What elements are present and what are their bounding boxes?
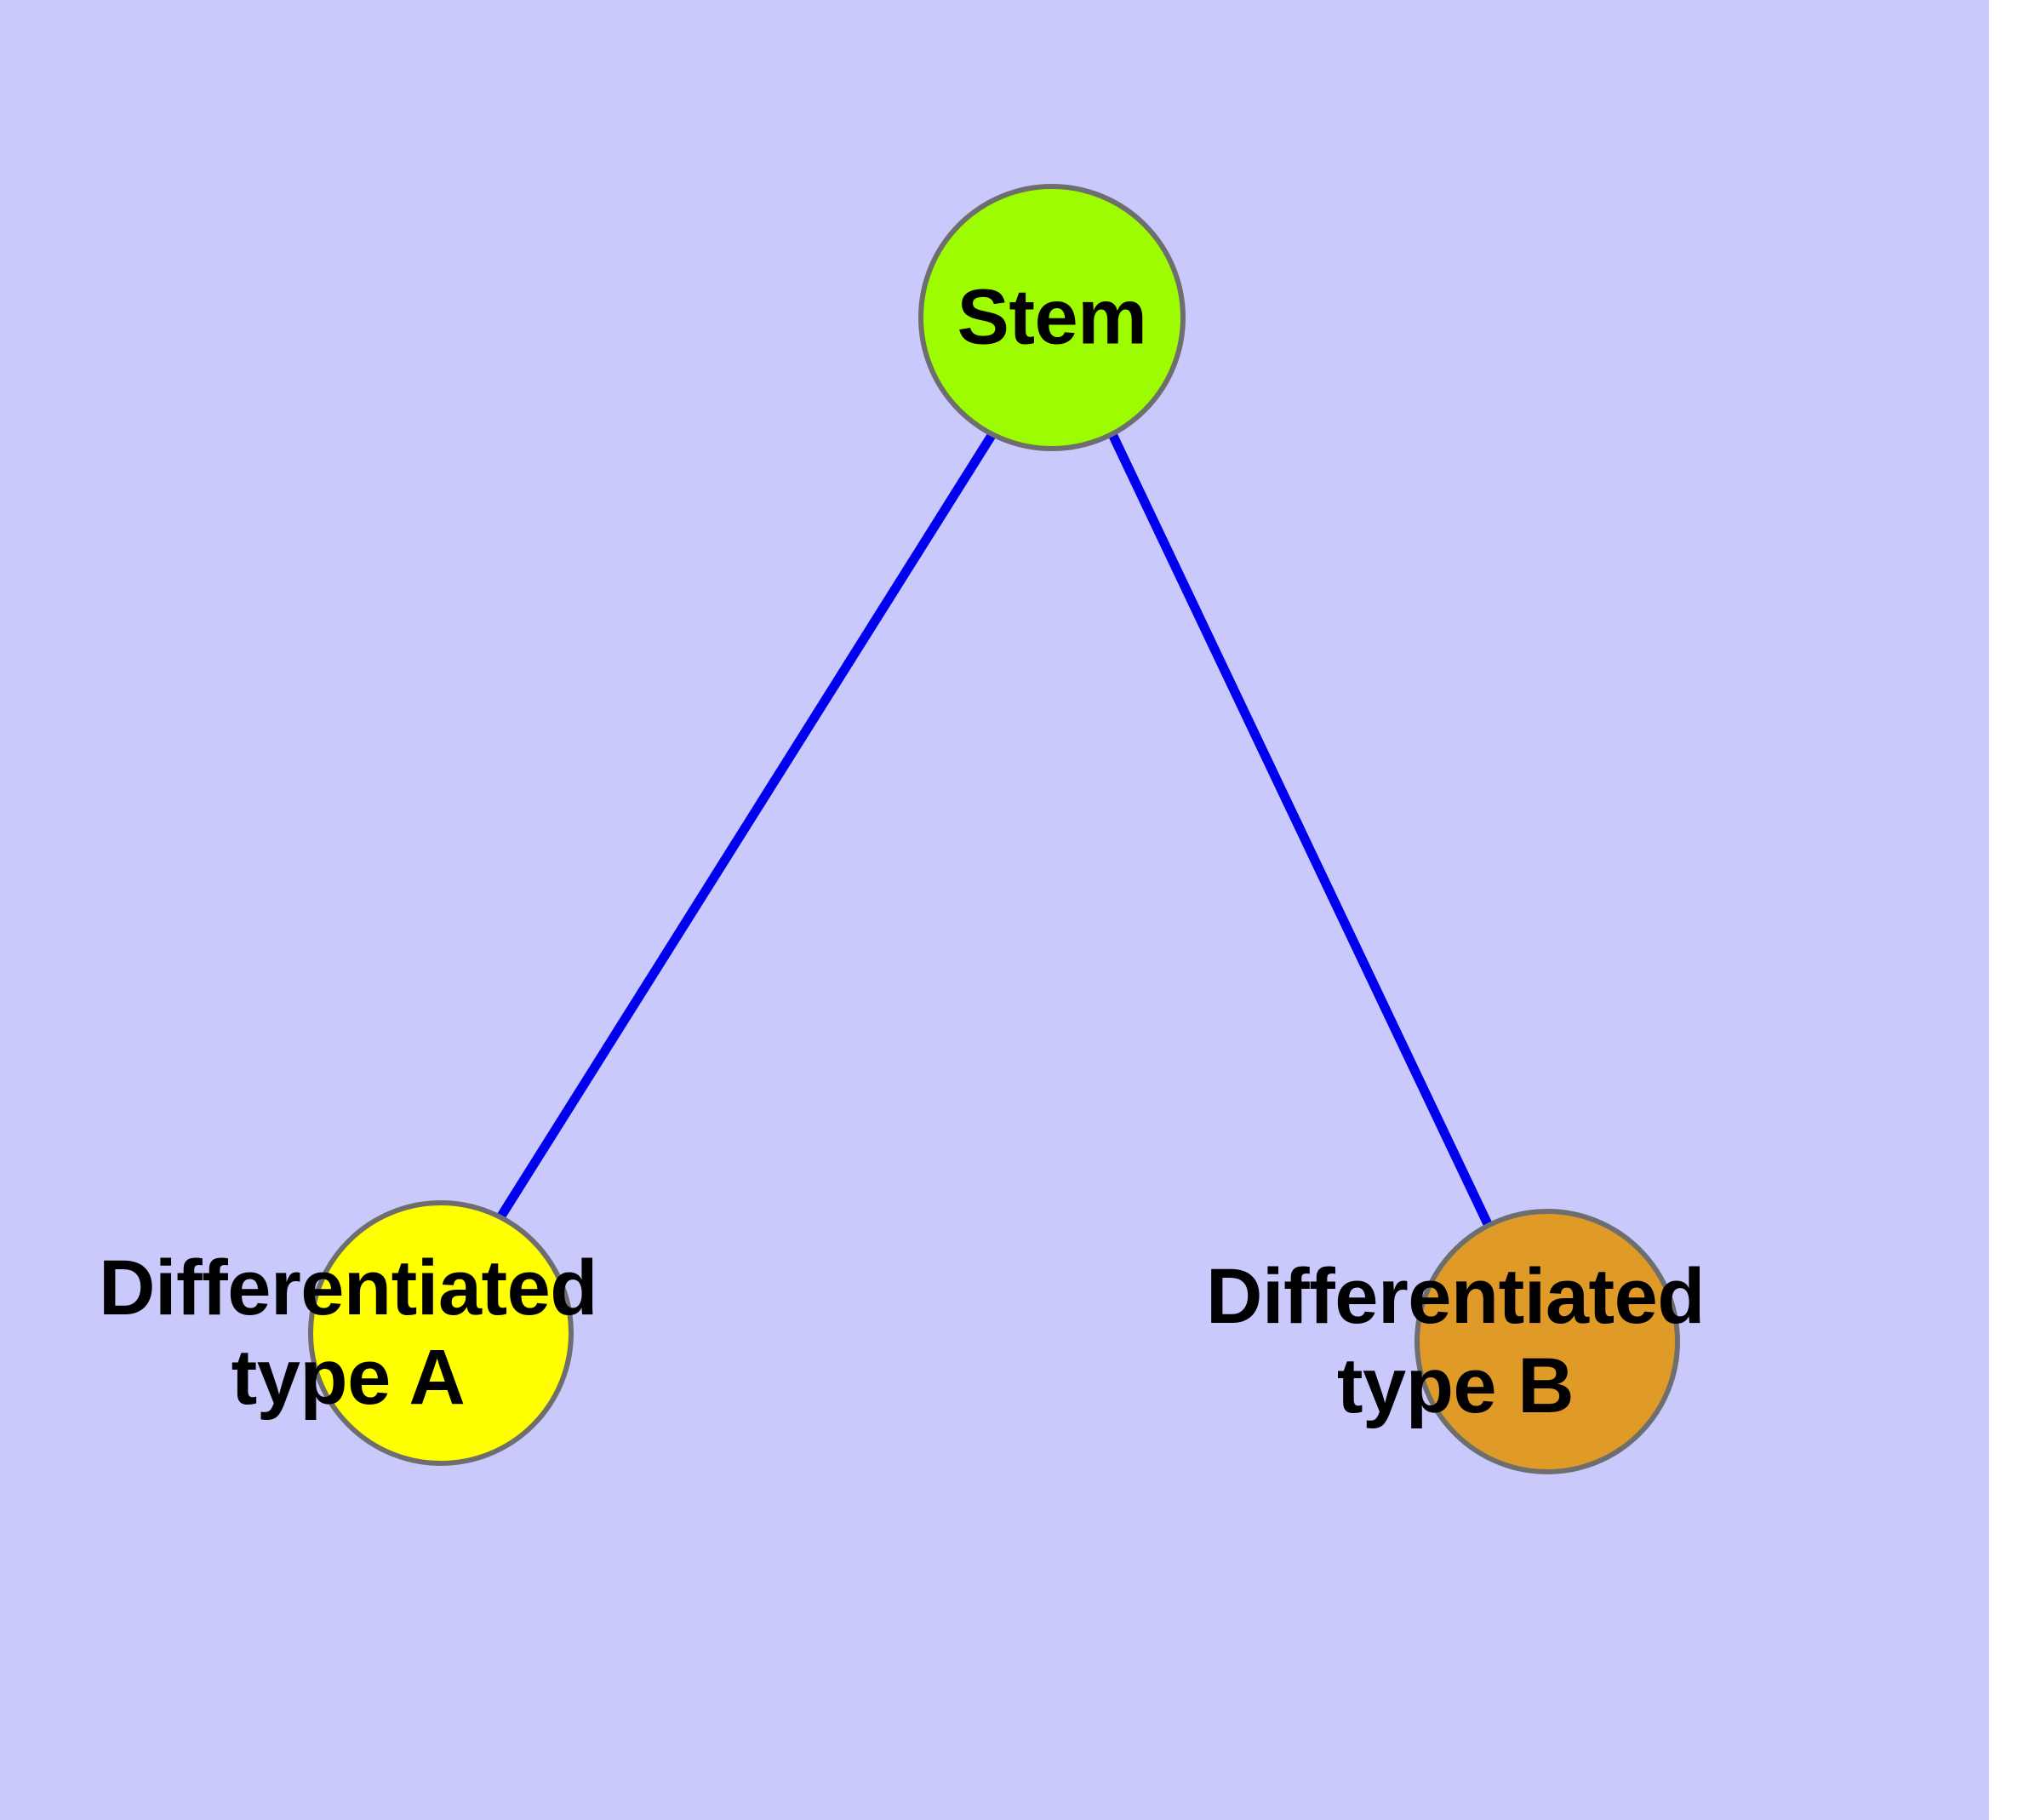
node-layer: [308, 184, 1680, 1474]
edge-stem-to-diff-b[interactable]: [1108, 432, 1493, 1228]
node-diff-b-circle[interactable]: [1415, 1209, 1680, 1474]
edge-stem-to-diff-a[interactable]: [496, 432, 997, 1220]
edge-layer: [496, 432, 1493, 1228]
node-stem-circle[interactable]: [918, 184, 1186, 451]
node-diff-a-circle[interactable]: [308, 1200, 574, 1466]
